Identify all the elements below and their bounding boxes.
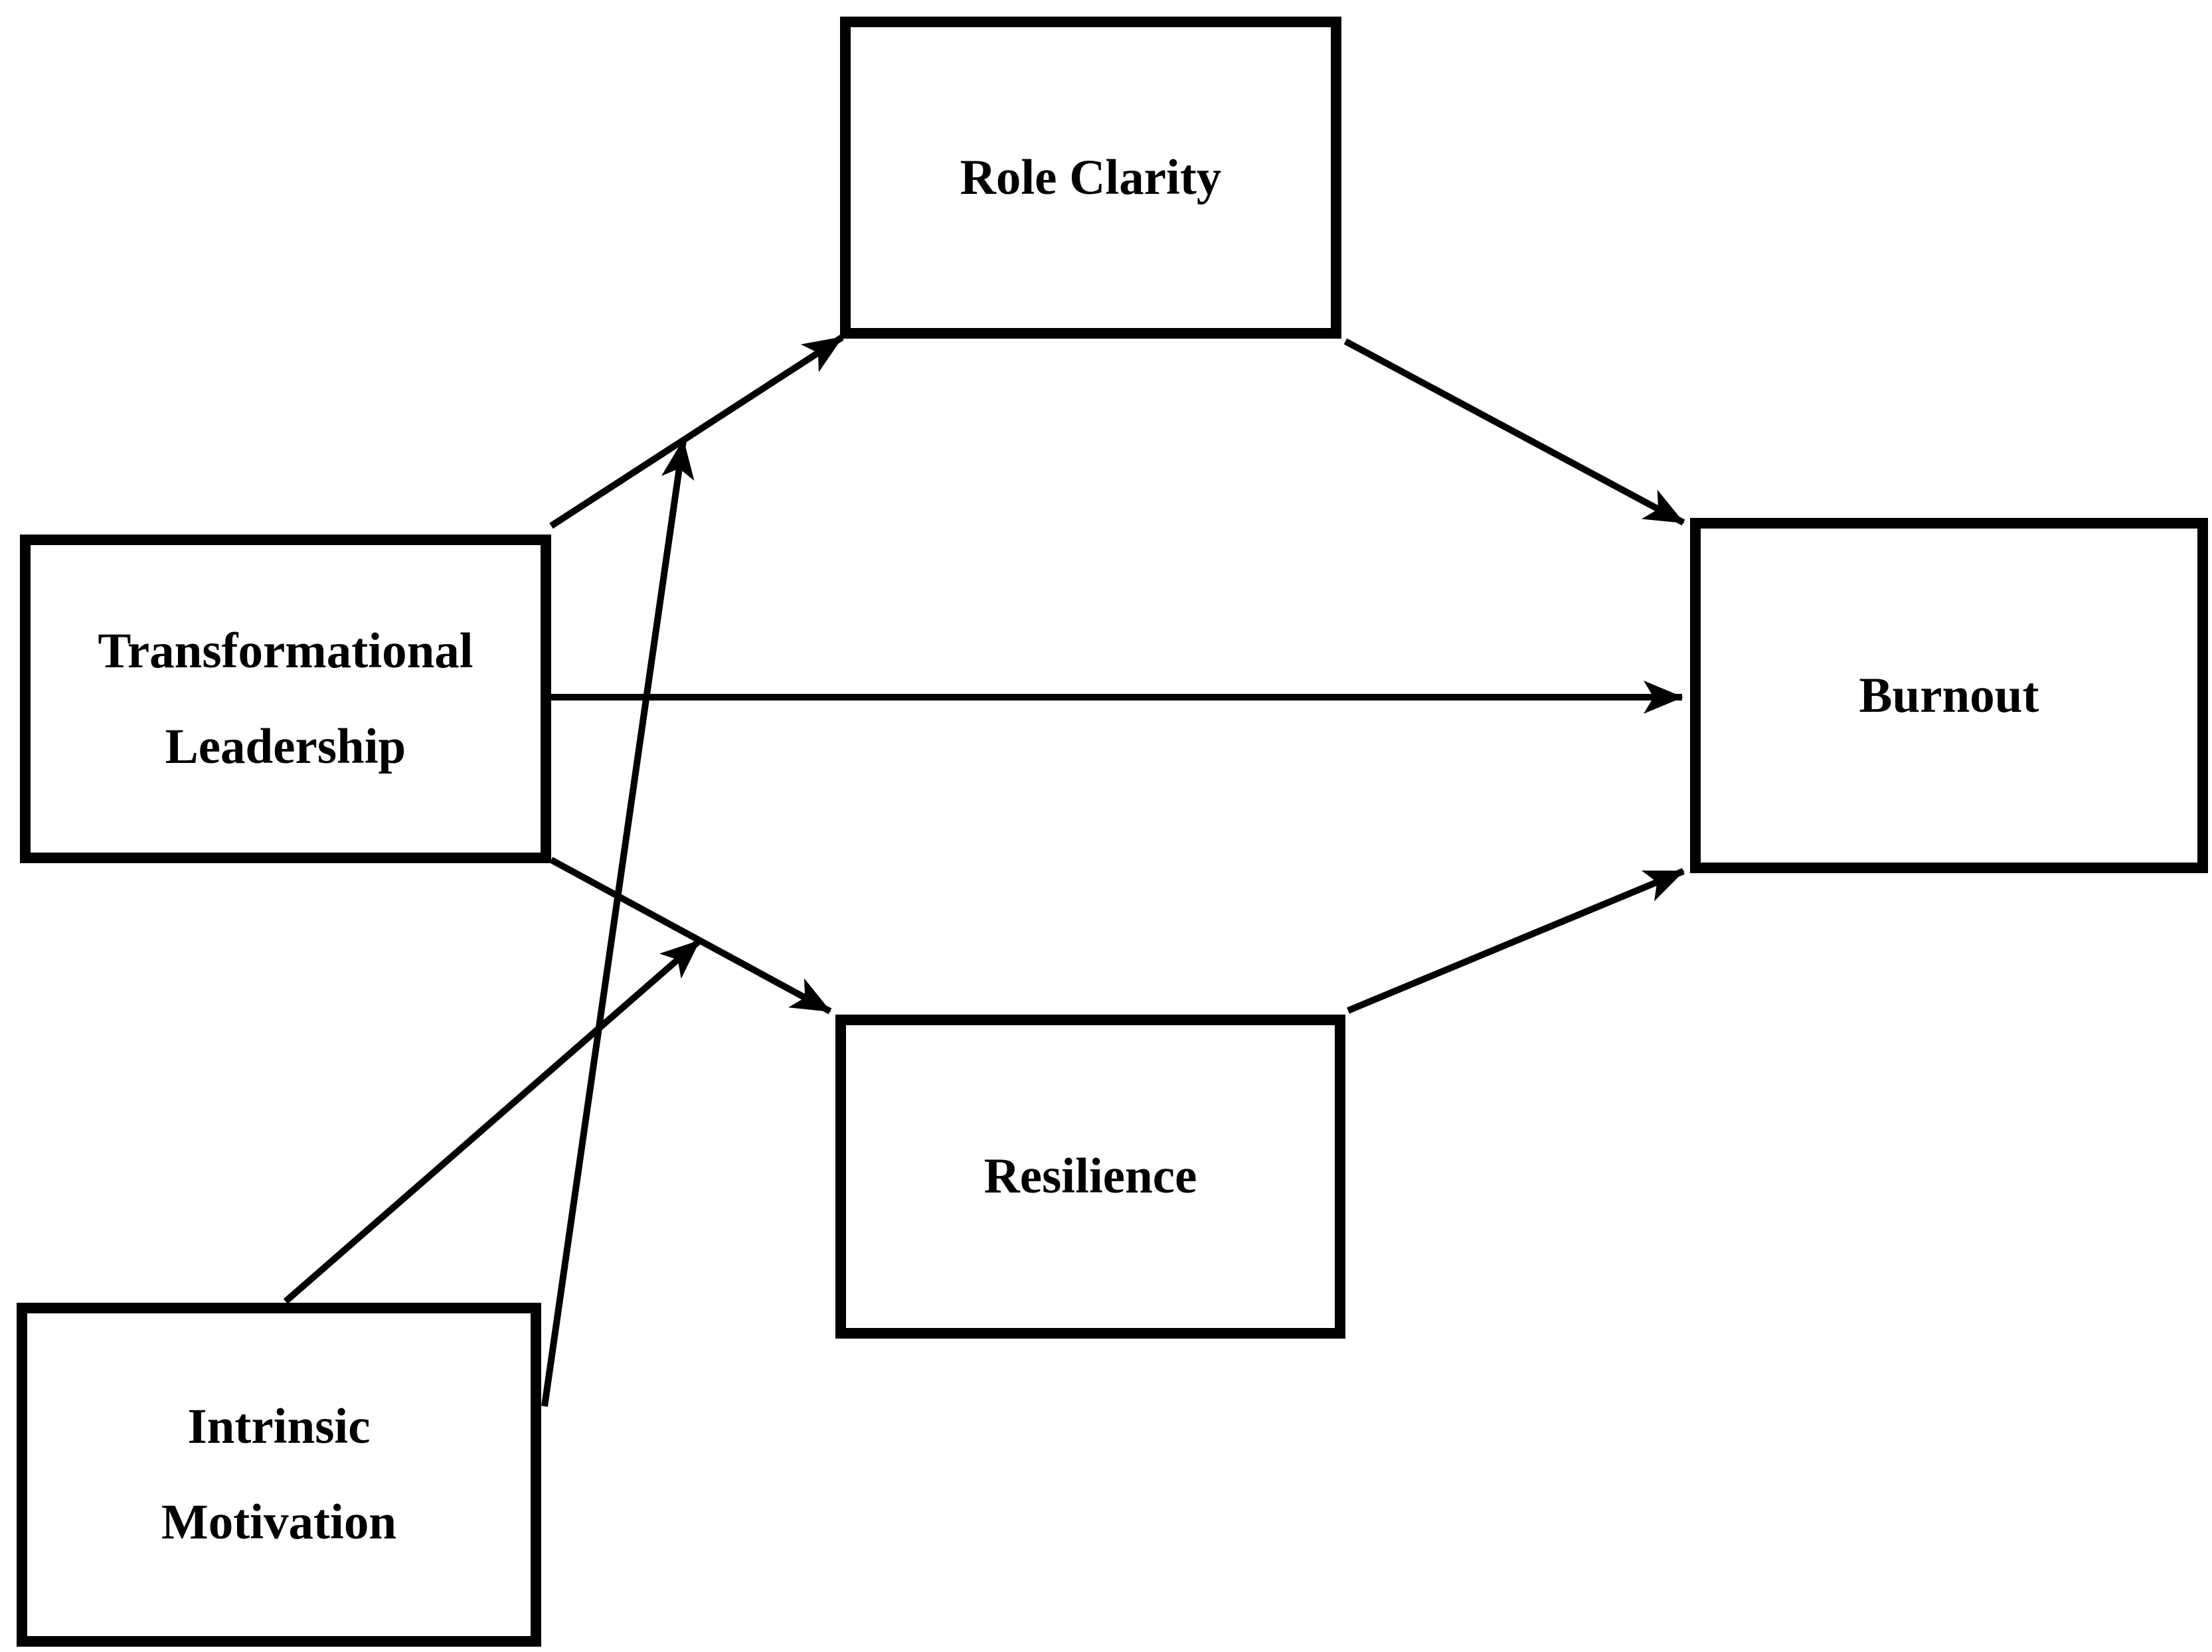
node-label-line2: Leadership [165,718,406,774]
node-resilience: Resilience [835,1015,1345,1339]
arrow-resilience-to-burnout [1347,868,1685,1014]
node-label: Role Clarity [960,149,1222,205]
node-label: Burnout [1859,667,2039,723]
node-burnout: Burnout [1690,518,2208,873]
arrow-tl-to-role-clarity [549,334,844,529]
arrow-im-moderates-tl-role-clarity [541,439,695,1407]
node-label-line1: Transformational [98,623,473,679]
arrow-role-clarity-to-burnout [1343,338,1685,526]
node-label: Resilience [983,1149,1197,1204]
node-label-line1: Intrinsic [187,1399,371,1454]
node-role-clarity: Role Clarity [840,17,1341,339]
node-intrinsic-motivation: Intrinsic Motivation [17,1303,541,1647]
arrow-tl-to-resilience [549,857,832,1015]
node-transformational-leadership: Transformational Leadership [20,535,551,863]
arrow-im-moderates-tl-resilience [283,938,702,1304]
node-label-line2: Motivation [161,1495,397,1550]
